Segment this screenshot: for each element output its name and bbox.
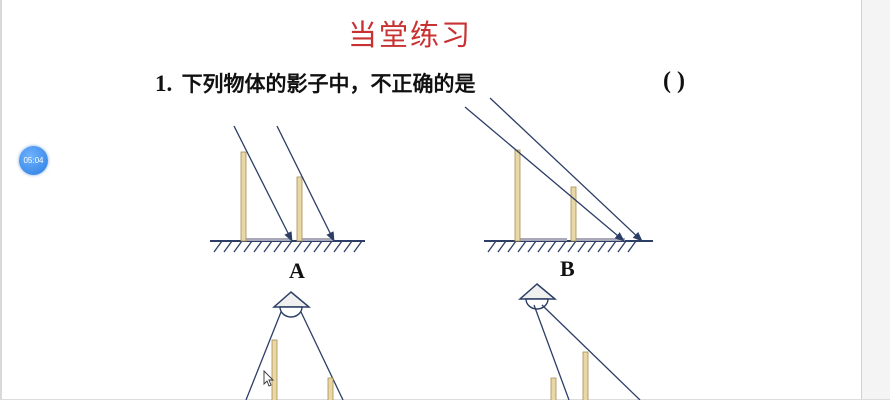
figure-a-ground: [210, 240, 365, 253]
slide-left-edge: [0, 0, 2, 400]
figure-b-ground: [484, 240, 653, 253]
figure-a-shadow-1: [246, 238, 292, 241]
figure-b-ray-1: [464, 106, 625, 242]
figure-d-pole-2: [582, 351, 589, 400]
figure-a-pole-2: [296, 176, 303, 242]
timer-badge[interactable]: 05:04: [19, 146, 48, 175]
lamp-icon: [518, 283, 558, 310]
slide-title: 当堂练习: [347, 18, 472, 52]
figure-d-ray-2: [541, 304, 641, 400]
figure-b-pole-1: [514, 149, 521, 242]
figure-b-shadow-1: [520, 238, 567, 241]
figure-c-ray-2: [300, 311, 344, 400]
option-label-b: B: [560, 256, 575, 281]
lamp-icon: [272, 291, 312, 318]
figure-b-shadow-2: [576, 238, 625, 241]
figure-b-pole-2: [570, 186, 577, 242]
option-label-a: A: [289, 258, 305, 283]
figure-a-pole-1: [240, 151, 247, 242]
figure-d-ray-1: [533, 304, 570, 400]
mouse-cursor-icon: [263, 369, 275, 387]
window-scrollbar-edge[interactable]: [861, 0, 890, 400]
figure-c-ray-1: [245, 311, 282, 400]
figure-c-pole-1: [271, 339, 278, 400]
figure-a-shadow-2: [302, 238, 334, 241]
figure-d-lamp-light: [518, 283, 641, 400]
figure-a-ray-1: [233, 125, 293, 242]
figure-d-pole-1: [550, 377, 557, 400]
figure-c-pole-2: [327, 377, 334, 400]
question-number: 1: [155, 71, 167, 96]
figure-a-sunlight: [210, 125, 365, 253]
figure-b-ray-2: [489, 97, 643, 242]
figure-b-sunlight: [464, 97, 653, 253]
figure-c-lamp-light: [245, 291, 344, 400]
question-stem: 1. 下列物体的影子中，不正确的是: [155, 71, 476, 96]
figure-a-ray-2: [276, 125, 335, 242]
question-text: 下列物体的影子中，不正确的是: [181, 72, 476, 96]
answer-blank[interactable]: ( ): [663, 68, 685, 94]
